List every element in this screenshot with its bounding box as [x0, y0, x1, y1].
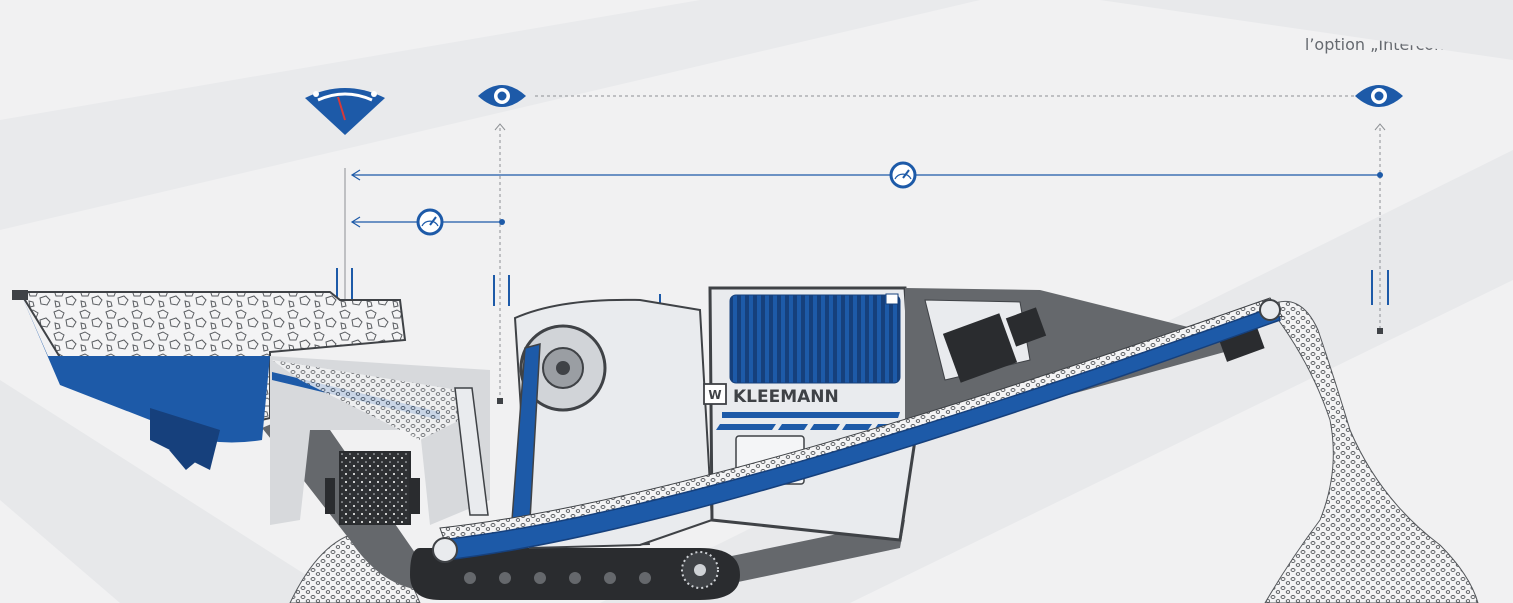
brand-logo: W KLEEMANN — [703, 383, 839, 407]
eye-icon — [478, 85, 526, 107]
measurement-lines — [344, 95, 1386, 404]
fill-level-gauge-icon — [305, 88, 385, 135]
pre-screen — [270, 356, 490, 525]
crawler-track — [410, 548, 740, 600]
main-conveyor — [432, 297, 1283, 563]
sensor-marks — [336, 268, 1389, 306]
logo-letter: W — [708, 388, 721, 402]
brand-name: KLEEMANN — [733, 387, 839, 407]
machine-body — [708, 286, 917, 542]
stockpile — [1264, 301, 1479, 603]
speedometer-icon — [889, 161, 917, 189]
eye-icon — [1355, 85, 1403, 107]
feed-hopper — [12, 290, 407, 471]
speedometer-icon — [416, 208, 444, 236]
